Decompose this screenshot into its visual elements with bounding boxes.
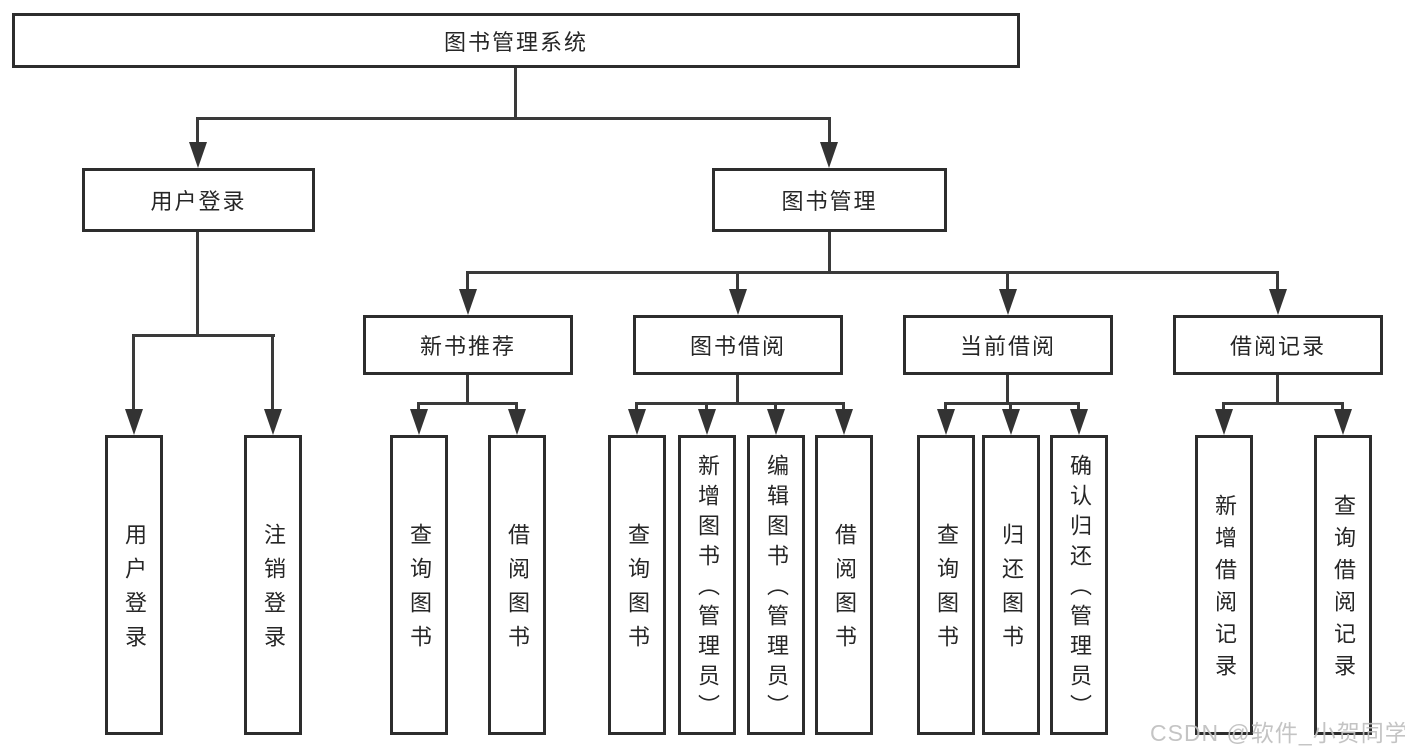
arrow-down-icon: [1002, 409, 1020, 435]
node-book-management: 图书管理: [712, 168, 947, 232]
leaf-label: 编辑图书（管理员）: [764, 454, 789, 724]
leaf-label: 新增借阅记录: [1212, 494, 1237, 686]
connector-line: [944, 402, 1080, 405]
node-borrow-record: 借阅记录: [1173, 315, 1383, 375]
node-user-login: 用户登录: [82, 168, 315, 232]
arrow-down-icon: [820, 142, 838, 168]
connector-line: [132, 334, 275, 337]
connector-line: [1222, 402, 1225, 414]
connector-line: [1009, 402, 1012, 414]
connector-line: [635, 402, 638, 414]
connector-line: [774, 402, 777, 414]
node-new-book-recommend: 新书推荐: [363, 315, 573, 375]
leaf-confirm-return-admin: 确认归还（管理员）: [1050, 435, 1108, 735]
arrow-down-icon: [628, 409, 646, 435]
leaf-borrow-books: 借阅图书: [815, 435, 873, 735]
arrow-down-icon: [1070, 409, 1088, 435]
connector-line: [466, 271, 1279, 274]
connector-line: [635, 402, 845, 405]
node-label: 图书借阅: [689, 334, 786, 359]
connector-line: [1077, 402, 1080, 414]
connector-line: [1006, 271, 1009, 292]
node-book-borrow: 图书借阅: [633, 315, 843, 375]
leaf-label: 查询图书: [625, 523, 650, 659]
node-label: 新书推荐: [419, 334, 516, 359]
connector-line: [1276, 375, 1279, 405]
arrow-down-icon: [698, 409, 716, 435]
connector-line: [196, 117, 199, 145]
connector-line: [1276, 271, 1279, 292]
leaf-label: 确认归还（管理员）: [1067, 454, 1092, 724]
connector-line: [1006, 375, 1009, 405]
connector-line: [736, 271, 739, 292]
connector-line: [514, 68, 517, 120]
connector-line: [417, 402, 420, 414]
arrow-down-icon: [189, 142, 207, 168]
arrow-down-icon: [264, 409, 282, 435]
node-label: 借阅记录: [1229, 334, 1326, 359]
connector-line: [828, 117, 831, 145]
leaf-query-books: 查询图书: [390, 435, 448, 735]
node-label: 当前借阅: [959, 334, 1056, 359]
leaf-query-books: 查询图书: [608, 435, 666, 735]
arrow-down-icon: [835, 409, 853, 435]
connector-line: [828, 232, 831, 274]
leaf-label: 借阅图书: [832, 523, 857, 659]
leaf-label: 查询图书: [934, 523, 959, 659]
connector-line: [842, 402, 845, 414]
connector-line: [515, 402, 518, 414]
leaf-query-books: 查询图书: [917, 435, 975, 735]
leaf-label: 查询借阅记录: [1331, 494, 1356, 686]
connector-line: [271, 334, 274, 412]
connector-line: [196, 232, 199, 337]
arrow-down-icon: [999, 289, 1017, 315]
arrow-down-icon: [125, 409, 143, 435]
connector-line: [466, 375, 469, 405]
arrow-down-icon: [937, 409, 955, 435]
leaf-edit-books-admin: 编辑图书（管理员）: [747, 435, 805, 735]
leaf-add-borrow-record: 新增借阅记录: [1195, 435, 1253, 735]
leaf-label: 借阅图书: [505, 523, 530, 659]
node-root-label: 图书管理系统: [443, 29, 588, 55]
node-current-borrow: 当前借阅: [903, 315, 1113, 375]
leaf-query-borrow-record: 查询借阅记录: [1314, 435, 1372, 735]
leaf-label: 归还图书: [999, 523, 1024, 659]
connector-line: [1341, 402, 1344, 414]
connector-line: [466, 271, 469, 292]
arrow-down-icon: [1215, 409, 1233, 435]
arrow-down-icon: [1334, 409, 1352, 435]
leaf-logout: 注销登录: [244, 435, 302, 735]
arrow-down-icon: [459, 289, 477, 315]
connector-line: [944, 402, 947, 414]
leaf-label: 查询图书: [407, 523, 432, 659]
connector-line: [1222, 402, 1344, 405]
node-book-management-label: 图书管理: [781, 189, 878, 214]
leaf-add-books-admin: 新增图书（管理员）: [678, 435, 736, 735]
leaf-user-login: 用户登录: [105, 435, 163, 735]
connector-line: [736, 375, 739, 405]
arrow-down-icon: [729, 289, 747, 315]
node-root: 图书管理系统: [12, 13, 1020, 68]
connector-line: [196, 117, 831, 120]
connector-line: [705, 402, 708, 414]
arrow-down-icon: [508, 409, 526, 435]
leaf-label: 用户登录: [122, 523, 147, 659]
leaf-label: 新增图书（管理员）: [695, 454, 720, 724]
connector-line: [417, 402, 518, 405]
leaf-return-books: 归还图书: [982, 435, 1040, 735]
connector-line: [132, 334, 135, 412]
leaf-borrow-books: 借阅图书: [488, 435, 546, 735]
watermark: CSDN @软件_小贺同学: [1150, 720, 1405, 746]
leaf-label: 注销登录: [261, 523, 286, 659]
arrow-down-icon: [1269, 289, 1287, 315]
arrow-down-icon: [767, 409, 785, 435]
node-user-login-label: 用户登录: [150, 189, 247, 214]
arrow-down-icon: [410, 409, 428, 435]
